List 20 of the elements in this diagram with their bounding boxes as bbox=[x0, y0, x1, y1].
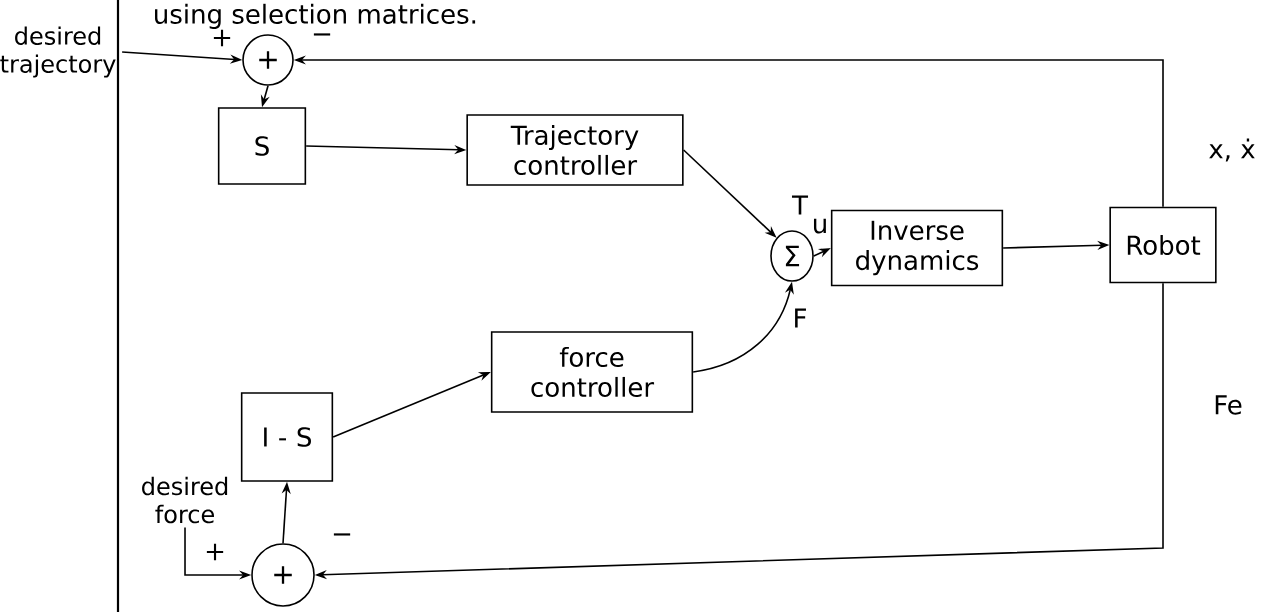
block: Inverse dynamics bbox=[830, 209, 1004, 287]
summing-junction: + bbox=[242, 34, 294, 86]
block: Trajectory controller bbox=[466, 114, 684, 186]
block: force controller bbox=[490, 331, 694, 413]
sign-label: − bbox=[313, 33, 331, 36]
block: S bbox=[217, 107, 307, 185]
signal-label: T bbox=[791, 194, 809, 216]
input-label: desired trajectory bbox=[0, 26, 116, 78]
sign-label: − bbox=[333, 533, 351, 536]
block: Robot bbox=[1109, 206, 1217, 284]
block: I - S bbox=[240, 392, 334, 482]
signal-label: Fe bbox=[1212, 394, 1244, 416]
heading: using selection matrices. bbox=[155, 3, 476, 29]
sign-label: + bbox=[213, 29, 231, 47]
input-label: desired force bbox=[142, 476, 228, 524]
signal-label: F bbox=[791, 307, 809, 329]
summing-junction: Σ bbox=[770, 230, 814, 282]
signal-label: x, ẋ bbox=[1207, 137, 1257, 163]
summing-junction: + bbox=[251, 543, 315, 607]
sign-label: + bbox=[206, 543, 224, 561]
